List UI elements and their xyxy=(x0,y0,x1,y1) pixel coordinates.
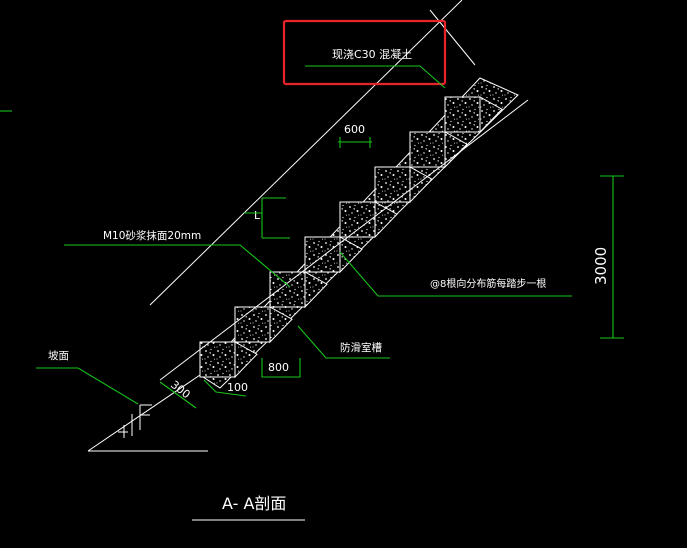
section-title: A- A剖面 xyxy=(222,494,286,513)
step-nosing xyxy=(234,341,258,379)
dim-800: 800 xyxy=(268,361,289,374)
stair-step xyxy=(444,96,481,133)
dim-100-line xyxy=(203,379,247,397)
stair-steps xyxy=(199,96,503,379)
note-concrete: 现浇C30 混凝土 xyxy=(332,47,412,61)
guide-line-upper xyxy=(149,0,463,306)
dim-300-line xyxy=(159,381,197,409)
leader-concrete xyxy=(305,65,446,89)
leader-skid xyxy=(297,325,390,359)
ground-slope xyxy=(87,374,208,452)
step-nosing xyxy=(409,166,433,204)
step-nosing xyxy=(339,236,363,274)
note-slope: 坡面 xyxy=(48,349,69,362)
guide-line-top xyxy=(429,9,476,66)
stair-step xyxy=(269,271,306,308)
stair-step xyxy=(304,236,341,273)
dim-600: 600 xyxy=(344,123,365,136)
step-nosing xyxy=(479,96,503,134)
note-skid: 防滑室槽 xyxy=(340,341,382,354)
dim-300: 300 xyxy=(168,378,193,401)
stair-step xyxy=(409,131,446,168)
leader-mortar xyxy=(64,244,291,288)
stair-step xyxy=(199,341,236,378)
stair-step xyxy=(234,306,271,343)
step-nosing xyxy=(304,271,328,309)
dim-L: L xyxy=(254,209,261,222)
step-nosing xyxy=(269,306,293,344)
note-mortar: M10砂浆抹面20mm xyxy=(103,229,201,242)
leader-rebar xyxy=(339,251,572,297)
step-nosing xyxy=(444,131,468,169)
dim-3000: 3000 xyxy=(592,247,610,285)
dim-100: 100 xyxy=(227,381,248,394)
stair-step xyxy=(374,166,411,203)
highlight-box xyxy=(282,19,447,86)
leader-slope xyxy=(36,367,139,405)
guide-line-lower xyxy=(159,99,529,381)
stair-step xyxy=(339,201,376,238)
note-rebar: @8根向分布筋每踏步一根 xyxy=(430,277,546,290)
dim-800-line xyxy=(261,358,301,378)
